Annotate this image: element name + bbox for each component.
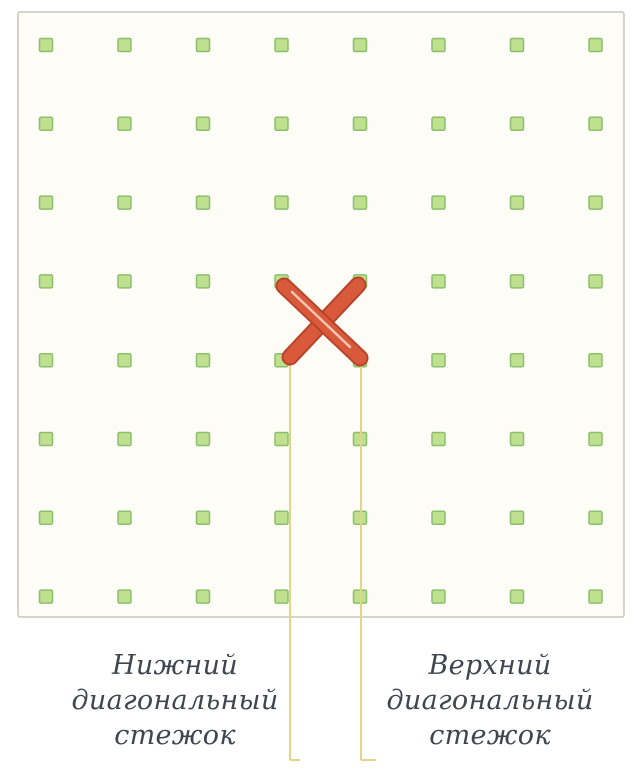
- fabric-hole: [432, 275, 445, 288]
- caption-left-line1: Нижний: [65, 648, 285, 683]
- fabric-hole: [197, 275, 210, 288]
- fabric-hole: [589, 117, 602, 130]
- fabric-hole: [40, 590, 53, 603]
- fabric-hole: [275, 39, 288, 52]
- fabric-hole: [40, 433, 53, 446]
- fabric-hole: [197, 117, 210, 130]
- fabric-hole: [275, 196, 288, 209]
- fabric-hole: [589, 196, 602, 209]
- fabric-hole: [118, 275, 131, 288]
- fabric-hole: [40, 117, 53, 130]
- fabric-hole: [197, 590, 210, 603]
- fabric-hole: [275, 511, 288, 524]
- fabric-hole: [589, 433, 602, 446]
- fabric-hole: [589, 39, 602, 52]
- fabric-hole: [354, 39, 367, 52]
- fabric-hole: [432, 39, 445, 52]
- caption-left-line3: стежок: [65, 718, 285, 753]
- caption-right-line3: стежок: [370, 718, 610, 753]
- caption-top-diagonal-stitch: Верхний диагональный стежок: [370, 648, 610, 753]
- fabric-hole: [589, 511, 602, 524]
- fabric-hole: [589, 590, 602, 603]
- fabric-hole: [197, 433, 210, 446]
- fabric-hole: [432, 354, 445, 367]
- fabric-hole: [118, 590, 131, 603]
- caption-left-line2: диагональный: [65, 683, 285, 718]
- caption-bottom-diagonal-stitch: Нижний диагональный стежок: [65, 648, 285, 753]
- fabric-hole: [589, 275, 602, 288]
- fabric-hole: [432, 117, 445, 130]
- fabric-hole: [40, 39, 53, 52]
- fabric-hole: [511, 39, 524, 52]
- fabric-hole: [197, 511, 210, 524]
- fabric-hole: [354, 117, 367, 130]
- fabric-hole: [118, 433, 131, 446]
- fabric-hole: [40, 196, 53, 209]
- fabric-hole: [40, 275, 53, 288]
- fabric-hole: [40, 511, 53, 524]
- fabric-hole: [354, 196, 367, 209]
- caption-right-line2: диагональный: [370, 683, 610, 718]
- fabric-hole: [511, 354, 524, 367]
- fabric-hole: [40, 354, 53, 367]
- fabric-hole: [118, 117, 131, 130]
- caption-right-line1: Верхний: [370, 648, 610, 683]
- fabric-hole: [118, 354, 131, 367]
- fabric-hole: [511, 590, 524, 603]
- fabric-hole: [118, 511, 131, 524]
- fabric-hole: [589, 354, 602, 367]
- fabric-hole: [432, 196, 445, 209]
- fabric-hole: [275, 590, 288, 603]
- fabric-hole: [275, 117, 288, 130]
- fabric-hole: [197, 354, 210, 367]
- fabric-hole: [432, 433, 445, 446]
- fabric-hole: [511, 433, 524, 446]
- fabric-hole: [118, 196, 131, 209]
- fabric-hole: [197, 39, 210, 52]
- fabric-hole: [511, 117, 524, 130]
- fabric-hole: [432, 590, 445, 603]
- fabric-hole: [511, 275, 524, 288]
- fabric-hole: [432, 511, 445, 524]
- fabric-hole: [275, 433, 288, 446]
- fabric-hole: [511, 511, 524, 524]
- fabric-hole: [197, 196, 210, 209]
- fabric-hole: [118, 39, 131, 52]
- fabric-hole: [511, 196, 524, 209]
